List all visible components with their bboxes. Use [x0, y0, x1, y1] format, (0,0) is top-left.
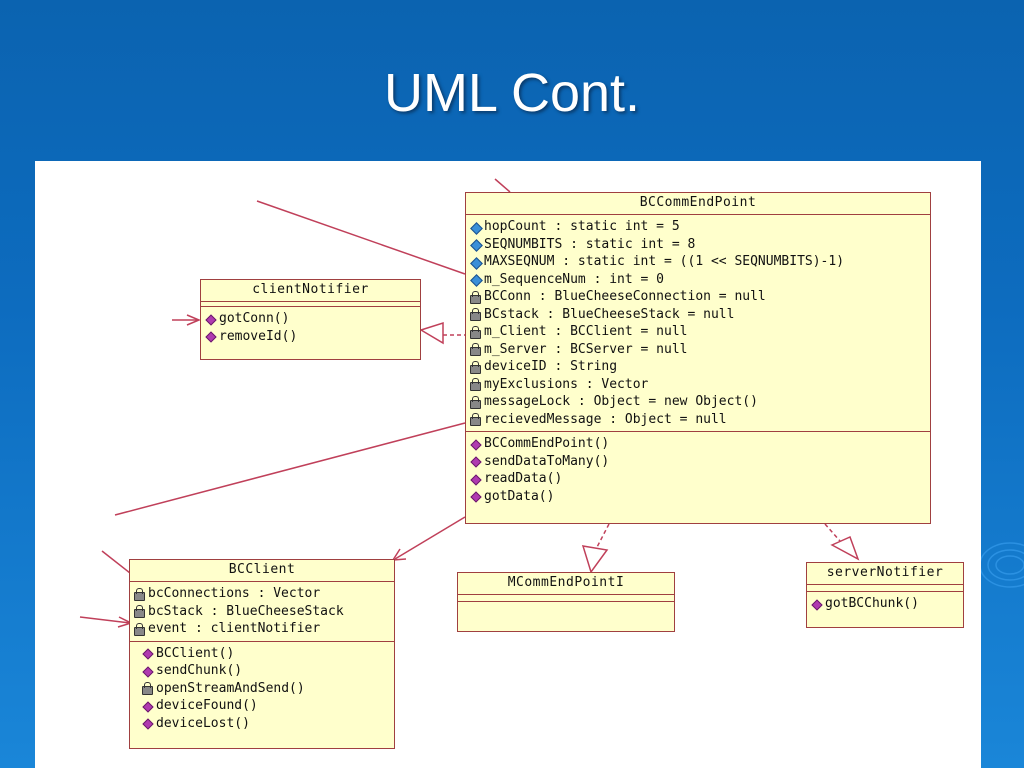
- class-name: serverNotifier: [807, 563, 963, 585]
- association-line: [101, 550, 131, 574]
- operation-row: removeId(): [205, 328, 420, 346]
- private-attribute-icon: [470, 325, 482, 339]
- realization-line: [824, 523, 841, 542]
- public-operation-icon: [142, 665, 154, 677]
- public-operation-icon: [142, 717, 154, 729]
- public-operation-icon: [470, 490, 482, 502]
- attribute-row: event : clientNotifier: [134, 620, 394, 638]
- public-operation-icon: [142, 647, 154, 659]
- attributes-section: [458, 595, 674, 602]
- attribute-row: hopCount : static int = 5: [470, 218, 930, 236]
- operation-row: readData(): [470, 470, 930, 488]
- attribute-row: messageLock : Object = new Object(): [470, 393, 930, 411]
- operation-row: sendChunk(): [142, 662, 394, 680]
- private-attribute-icon: [134, 622, 146, 636]
- attribute-row: bcConnections : Vector: [134, 585, 394, 603]
- class-servernotifier[interactable]: serverNotifier gotBCChunk(): [806, 562, 964, 628]
- private-attribute-icon: [470, 343, 482, 357]
- private-attribute-icon: [134, 587, 146, 601]
- public-operation-icon: [142, 700, 154, 712]
- operation-row: gotConn(): [205, 310, 420, 328]
- class-clientnotifier[interactable]: clientNotifier gotConn() removeId(): [200, 279, 421, 360]
- arrowhead: [186, 314, 201, 326]
- attributes-section: [201, 302, 420, 307]
- operation-row: gotData(): [470, 488, 930, 506]
- public-attribute-icon: [470, 256, 482, 268]
- operation-row: gotBCChunk(): [811, 595, 963, 613]
- attribute-row: bcStack : BlueCheeseStack: [134, 603, 394, 621]
- private-attribute-icon: [470, 308, 482, 322]
- public-operation-icon: [205, 330, 217, 342]
- realization-arrowhead: [830, 535, 860, 561]
- public-operation-icon: [205, 313, 217, 325]
- attributes-section: hopCount : static int = 5 SEQNUMBITS : s…: [466, 215, 930, 432]
- operations-section: BCClient() sendChunk() openStreamAndSend…: [130, 642, 394, 736]
- public-operation-icon: [470, 455, 482, 467]
- private-attribute-icon: [470, 360, 482, 374]
- attribute-row: deviceID : String: [470, 358, 930, 376]
- operation-row: BCClient(): [142, 645, 394, 663]
- class-name: BCClient: [130, 560, 394, 582]
- association-line: [114, 422, 466, 516]
- operations-section: BCCommEndPoint() sendDataToMany() readDa…: [466, 432, 930, 508]
- attribute-row: MAXSEQNUM : static int = ((1 << SEQNUMBI…: [470, 253, 930, 271]
- association-line: [394, 516, 466, 560]
- realization-arrowhead: [419, 321, 444, 345]
- operation-row: sendDataToMany(): [470, 453, 930, 471]
- attribute-row: m_Client : BCClient = null: [470, 323, 930, 341]
- uml-diagram-canvas: BCCommEndPoint hopCount : static int = 5…: [35, 161, 981, 768]
- association-line: [79, 616, 131, 624]
- operation-row: deviceLost(): [142, 715, 394, 733]
- private-operation-icon: [142, 682, 154, 696]
- attribute-row: recievedMessage : Object = null: [470, 411, 930, 429]
- private-attribute-icon: [470, 413, 482, 427]
- attribute-row: BCstack : BlueCheeseStack = null: [470, 306, 930, 324]
- class-name: clientNotifier: [201, 280, 420, 302]
- association-line: [256, 200, 466, 275]
- attribute-row: m_Server : BCServer = null: [470, 341, 930, 359]
- public-attribute-icon: [470, 238, 482, 250]
- attributes-section: [807, 585, 963, 592]
- attribute-row: SEQNUMBITS : static int = 8: [470, 236, 930, 254]
- operations-section: gotBCChunk(): [807, 592, 963, 616]
- class-mcommendpointi[interactable]: MCommEndPointI: [457, 572, 675, 632]
- private-attribute-icon: [470, 290, 482, 304]
- realization-arrowhead: [581, 545, 609, 574]
- public-operation-icon: [470, 438, 482, 450]
- operation-row: deviceFound(): [142, 697, 394, 715]
- attribute-row: BCConn : BlueCheeseConnection = null: [470, 288, 930, 306]
- private-attribute-icon: [470, 378, 482, 392]
- attribute-row: m_SequenceNum : int = 0: [470, 271, 930, 289]
- class-name: BCCommEndPoint: [466, 193, 930, 215]
- private-attribute-icon: [470, 395, 482, 409]
- uml-connectors: [79, 178, 860, 628]
- public-operation-icon: [811, 598, 823, 610]
- public-attribute-icon: [470, 221, 482, 233]
- operation-row: openStreamAndSend(): [142, 680, 394, 698]
- operation-row: BCCommEndPoint(): [470, 435, 930, 453]
- attribute-row: myExclusions : Vector: [470, 376, 930, 394]
- class-bccommendpoint[interactable]: BCCommEndPoint hopCount : static int = 5…: [465, 192, 931, 524]
- public-attribute-icon: [470, 273, 482, 285]
- class-bcclient[interactable]: BCClient bcConnections : Vector bcStack …: [129, 559, 395, 749]
- class-name: MCommEndPointI: [458, 573, 674, 595]
- association-line: [494, 178, 511, 193]
- slide-title: UML Cont.: [383, 63, 641, 123]
- private-attribute-icon: [134, 605, 146, 619]
- attributes-section: bcConnections : Vector bcStack : BlueChe…: [130, 582, 394, 642]
- operations-section: gotConn() removeId(): [201, 307, 420, 348]
- public-operation-icon: [470, 473, 482, 485]
- realization-line: [594, 523, 610, 552]
